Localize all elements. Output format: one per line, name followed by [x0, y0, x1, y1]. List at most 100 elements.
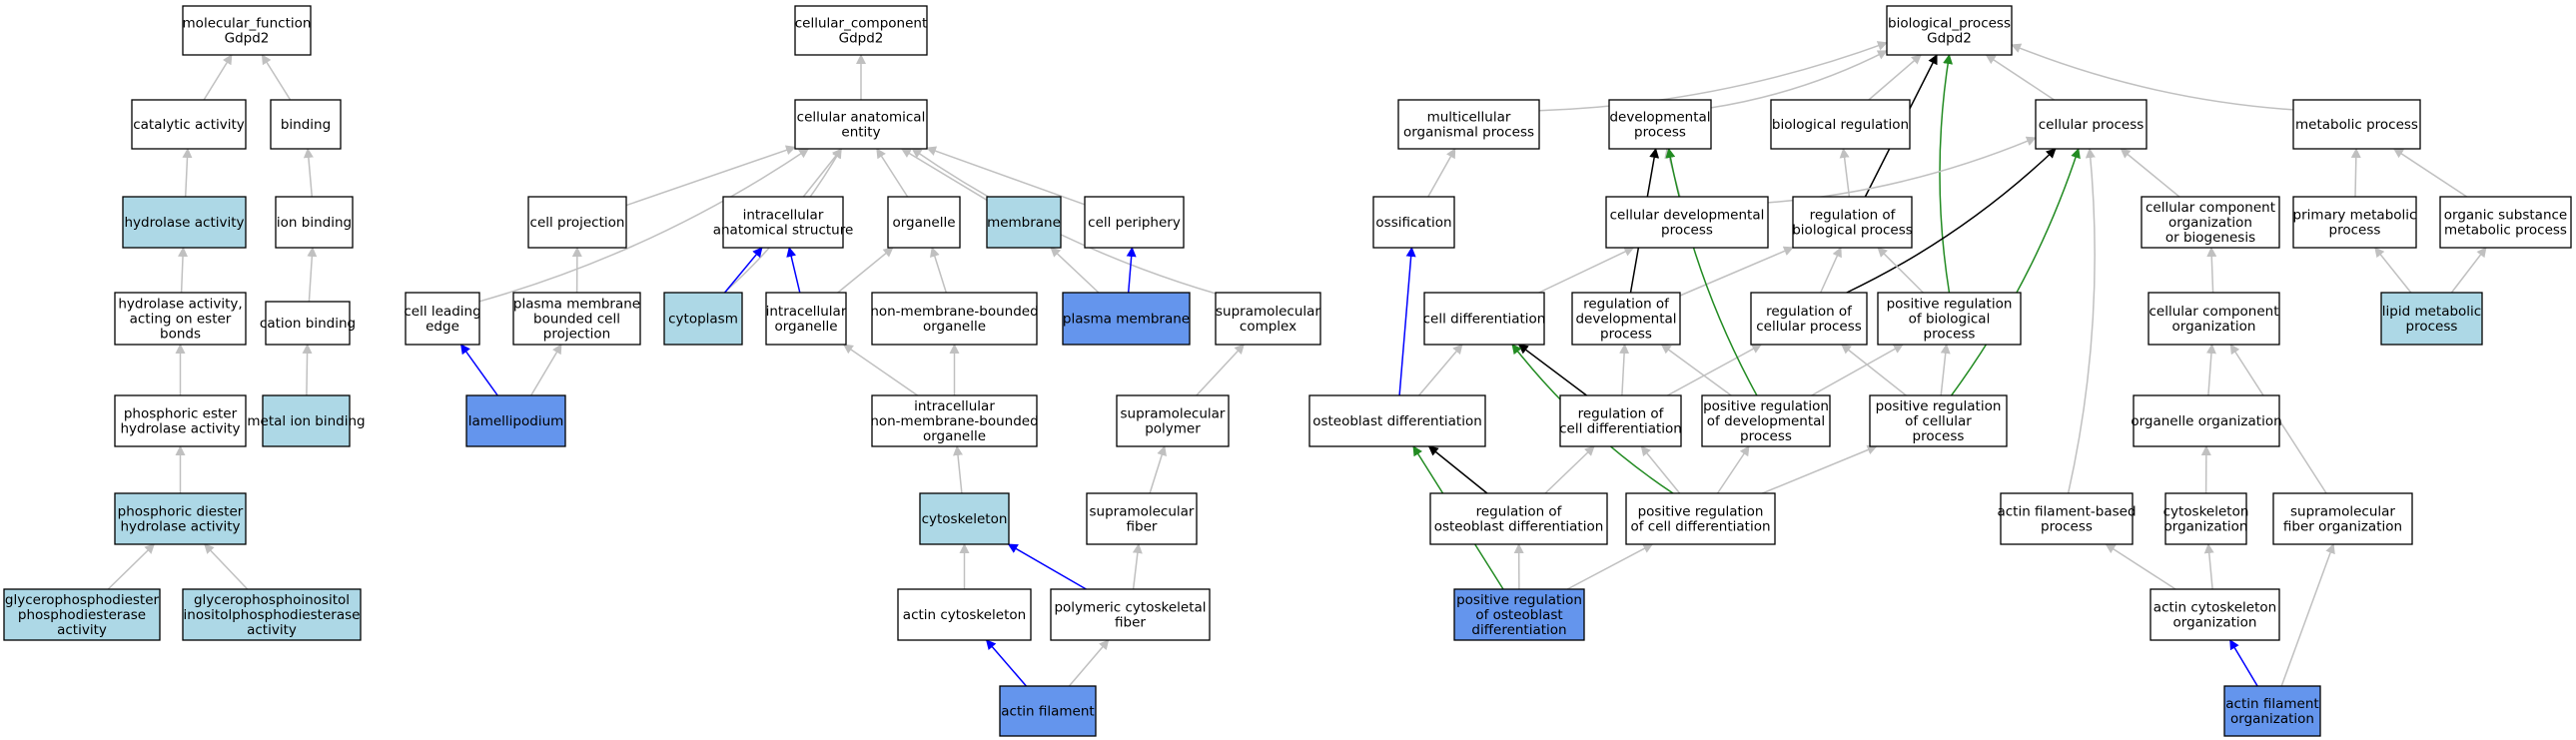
node-ossif[interactable]: ossification [1372, 196, 1455, 249]
edge-actcytorg-to-cytorg [2203, 543, 2214, 590]
node-cellper[interactable]: cell periphery [1084, 196, 1185, 249]
node-actfil[interactable]: actin filament [999, 685, 1097, 737]
node-cellproj[interactable]: cell projection [527, 196, 627, 249]
node-membrane[interactable]: membrane [986, 196, 1062, 249]
node-osteodiff[interactable]: osteoblast differentiation [1308, 394, 1486, 447]
node-catact[interactable]: catalytic activity [131, 99, 247, 150]
node-label-line: intracellular [766, 304, 847, 320]
node-orgorg[interactable]: organelle organization [2131, 394, 2282, 447]
edge-cco-to-ccob [2206, 247, 2217, 294]
edge-celldiff-to-celldevp [1538, 247, 1635, 294]
node-label-line: of developmental [1707, 413, 1825, 429]
node-label-line: fiber [1115, 615, 1146, 631]
node-label-line: bonds [160, 327, 201, 343]
node-label-line: hydrolase activity, [118, 297, 242, 313]
node-label-line: plasma membrane [513, 297, 640, 313]
node-gpip[interactable]: glycerophosphoinositolinositolphosphodie… [182, 588, 362, 641]
node-catbind[interactable]: cation binding [260, 301, 356, 346]
node-ionbind[interactable]: ion binding [275, 196, 354, 249]
edge-regod-to-osteodiff [1427, 445, 1488, 494]
node-box [1116, 394, 1230, 447]
node-label-line: cellular component [2148, 304, 2278, 320]
node-label-line: organization [2172, 319, 2256, 335]
edge-organelle-to-cae [876, 148, 909, 198]
node-label-line: metal ion binding [247, 413, 365, 429]
node-cytoplasm[interactable]: cytoplasm [663, 292, 743, 346]
node-label-line: phosphoric diester [118, 504, 244, 520]
node-lamel[interactable]: lamellipodium [465, 394, 566, 447]
node-box [465, 394, 566, 447]
node-celldiff[interactable]: cell differentiation [1423, 292, 1546, 346]
node-box [1084, 196, 1185, 249]
node-plasmem[interactable]: plasma membrane [1062, 292, 1191, 346]
node-box [2149, 588, 2280, 641]
node-metalion[interactable]: metal ion binding [247, 394, 366, 447]
node-metproc[interactable]: metabolic process [2292, 99, 2421, 150]
edge-regcd-to-regdev [1619, 344, 1630, 396]
edge-plasmem-to-cellper [1126, 247, 1137, 294]
node-label-line: cell projection [530, 215, 625, 231]
node-bioreg[interactable]: biological regulation [1770, 99, 1911, 150]
node-box [887, 196, 961, 249]
node-hydact[interactable]: hydrolase activity [122, 196, 247, 249]
node-binding[interactable]: binding [270, 99, 342, 150]
node-label-line: membrane [987, 215, 1061, 231]
node-label-line: cellular process [1756, 319, 1862, 335]
node-label-line: organelle [892, 215, 955, 231]
edge-hydact-to-catact [182, 148, 193, 198]
node-cellproc[interactable]: cellular process [2035, 99, 2147, 150]
node-box [131, 99, 247, 150]
node-gpde[interactable]: glycerophosphodiesterphosphodiesteraseac… [3, 588, 161, 641]
edge-hydester-to-hydact [178, 247, 189, 294]
node-label-line: organization [2173, 615, 2257, 631]
node-organelle[interactable]: organelle [887, 196, 961, 249]
node-actcyt[interactable]: actin cytoskeleton [897, 588, 1032, 641]
node-label-line: bounded cell [533, 312, 620, 328]
edge-posregcd-to-posregcell [1762, 444, 1878, 494]
edge-intorg-to-ias [786, 247, 801, 294]
node-cytosk[interactable]: cytoskeleton [919, 492, 1010, 545]
node-label-line: cell leading [404, 304, 480, 320]
node-inmbo[interactable]: intracellularnon-membrane-boundedorganel… [870, 394, 1039, 447]
node-label-line: multicellular [1427, 110, 1511, 126]
